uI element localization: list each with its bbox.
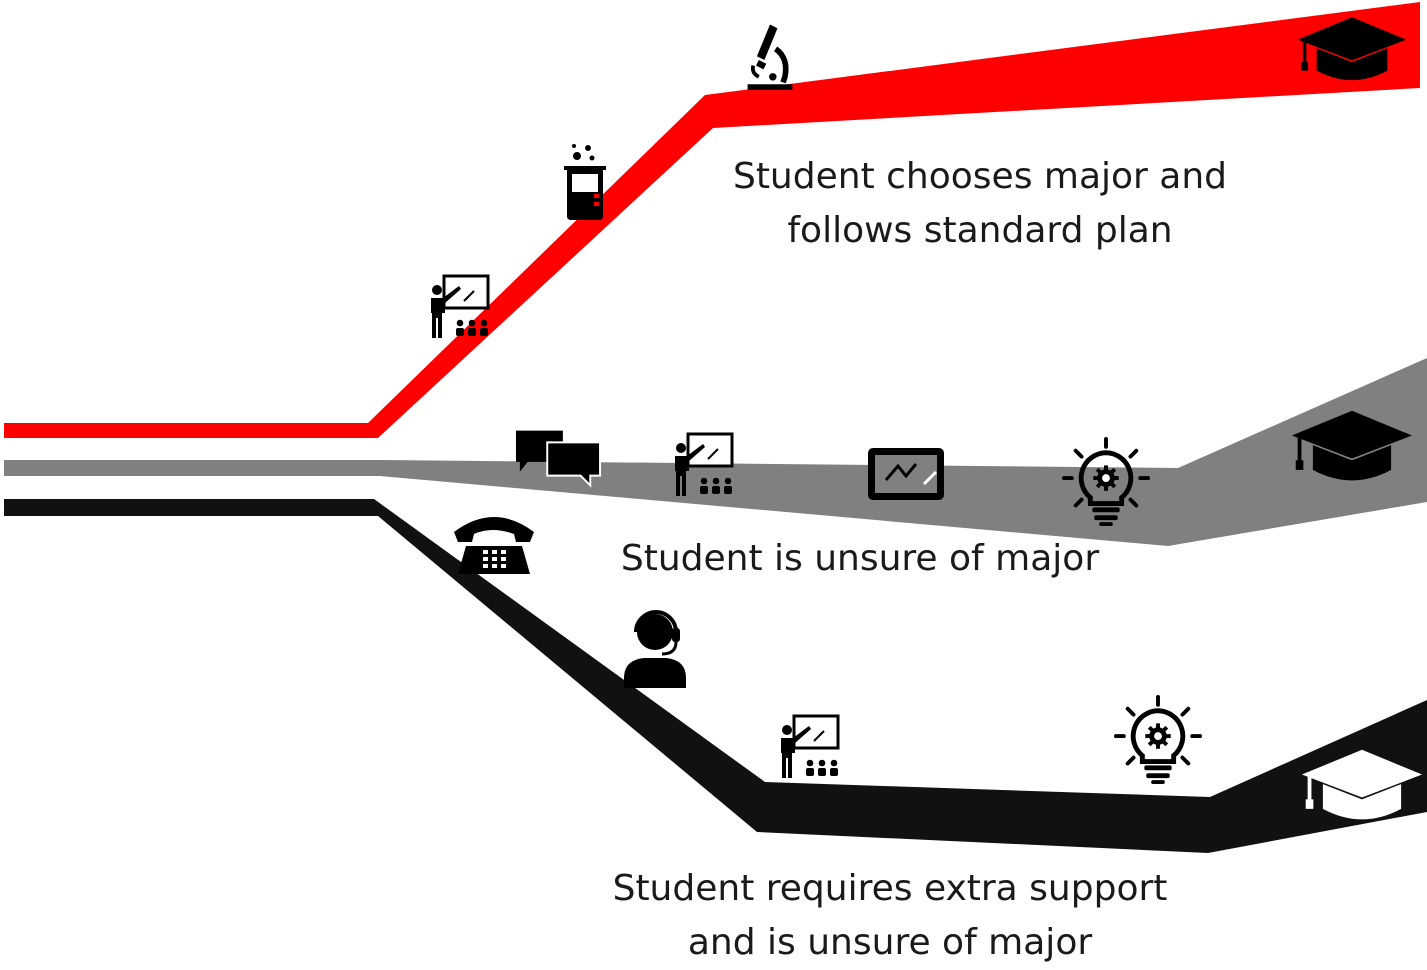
unsure-major-label-line1: Student is unsure of major	[620, 538, 1100, 579]
classroom-icon	[779, 714, 840, 778]
tablet-icon	[866, 446, 946, 502]
telephone-icon	[454, 517, 534, 574]
microscope-icon	[748, 25, 793, 90]
standard-plan-path	[4, 2, 1420, 438]
extra-support-band	[4, 499, 1427, 853]
unsure-major-label: Student is unsure of major	[560, 532, 1160, 586]
unsure-major-band	[4, 358, 1427, 546]
extra-support-label: Student requires extra support and is un…	[560, 862, 1220, 970]
extra-support-label-line1: Student requires extra support	[612, 868, 1168, 909]
standard-plan-label: Student chooses major and follows standa…	[700, 150, 1260, 258]
unsure-major-path	[4, 358, 1427, 546]
standard-plan-label-line2: follows standard plan	[787, 210, 1173, 251]
advisor-headset-icon	[622, 610, 688, 690]
standard-plan-label-line1: Student chooses major and	[732, 156, 1228, 197]
extra-support-path	[4, 499, 1427, 853]
standard-plan-band	[4, 2, 1420, 438]
extra-support-label-line2: and is unsure of major	[687, 922, 1093, 963]
beaker-icon	[564, 144, 606, 220]
lightbulb-icon	[1116, 697, 1200, 784]
